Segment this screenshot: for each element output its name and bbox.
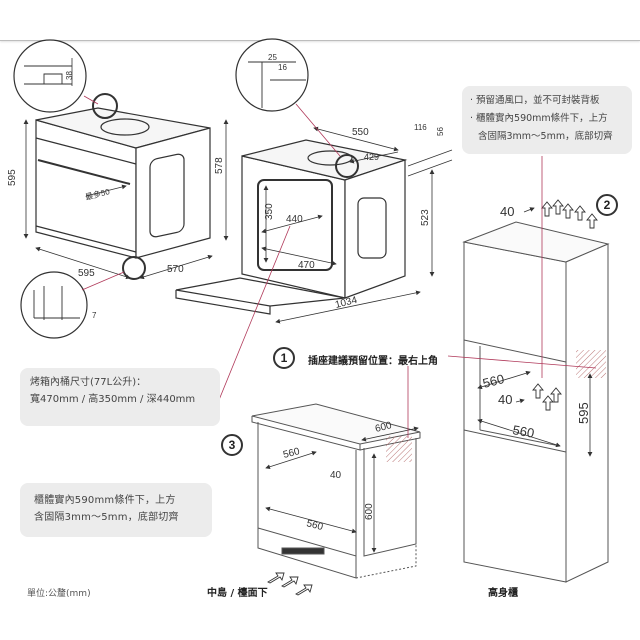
dim-open-length: 1034	[334, 295, 359, 311]
dim-island-niche-depth: 560	[282, 446, 301, 461]
callout-number-2: 2	[596, 194, 618, 216]
dim-tall-niche-depth: 560	[481, 371, 506, 391]
dim-tall-inner-gap: 40	[498, 392, 512, 407]
dim-detail-a: 25	[268, 53, 277, 62]
capacity-note-line1: 烤箱內桶尺寸(77L公升)：	[30, 377, 147, 388]
tall-note-line2: · 櫃體實內590mm條件下，上方	[470, 113, 608, 124]
dim-tall-niche-height: 595	[576, 402, 591, 424]
top-bar	[0, 0, 640, 41]
oven-front-view	[13, 39, 229, 339]
dim-island-depth: 600	[374, 420, 393, 435]
dim-cavity-width: 470	[298, 260, 315, 271]
island-cabinet	[251, 403, 421, 596]
airflow-arrows-top	[541, 199, 598, 229]
tall-note-line1: · 預留通風口，並不可封裝背板	[470, 95, 600, 106]
dim-cavity-depth: 440	[286, 214, 303, 225]
pointer-line	[209, 225, 291, 423]
dim-side-height: 578	[214, 157, 225, 174]
dim-island-height: 600	[364, 503, 375, 520]
dim-island-niche-width: 560	[305, 518, 324, 533]
capacity-note-line2: 寬470mm / 高350mm / 深440mm	[30, 394, 196, 405]
oven-open-view	[175, 38, 453, 324]
tall-cabinet-note: · 預留通風口，並不可封裝背板 · 櫃體實內590mm條件下，上方 含固隔3mm…	[462, 86, 632, 154]
island-note-line1: 櫃體實內590mm條件下，上方	[34, 495, 176, 506]
dim-tall-niche-width: 560	[511, 422, 535, 441]
tall-note-line3: 含固隔3mm～5mm，底部切齊	[478, 131, 613, 142]
island-note-line2: 含固隔3mm～5mm，底部切齊	[34, 512, 179, 523]
dim-front-width: 595	[78, 268, 95, 279]
callout-number-1: 1	[273, 347, 295, 369]
dim-island-gap: 40	[330, 470, 342, 481]
dim-detail-top: 38	[65, 71, 74, 80]
dim-back-offset: 116	[414, 123, 427, 132]
island-cabinet-label: 中島 / 檯面下	[207, 588, 268, 599]
capacity-note: 烤箱內桶尺寸(77L公升)： 寬470mm / 高350mm / 深440mm	[20, 368, 220, 426]
dim-detail-b: 16	[278, 63, 287, 72]
airflow-arrows-inner	[532, 383, 562, 411]
dim-back-height: 56	[436, 127, 445, 136]
socket-position-label: 插座建議預留位置：最右上角	[308, 356, 438, 367]
pointer-line-socket	[447, 355, 597, 369]
dim-tall-top-gap: 40	[500, 204, 514, 219]
dim-front-depth: 570	[167, 264, 184, 275]
dim-open-depth: 550	[352, 127, 369, 138]
airflow-arrows-bottom	[267, 572, 313, 596]
dim-cavity-height: 350	[264, 203, 275, 220]
island-cabinet-note: 櫃體實內590mm條件下，上方 含固隔3mm～5mm，底部切齊	[20, 483, 212, 537]
dim-open-height: 523	[420, 209, 431, 226]
callout-number-3: 3	[221, 434, 243, 456]
tall-cabinet-label: 高身櫃	[488, 588, 518, 599]
tall-cabinet	[462, 199, 610, 583]
dim-front-height: 595	[7, 169, 18, 186]
dim-inner-top: 429	[364, 152, 379, 162]
unit-label: 單位:公釐(mm)	[27, 589, 91, 599]
dim-detail-bottom: 7	[92, 311, 97, 320]
